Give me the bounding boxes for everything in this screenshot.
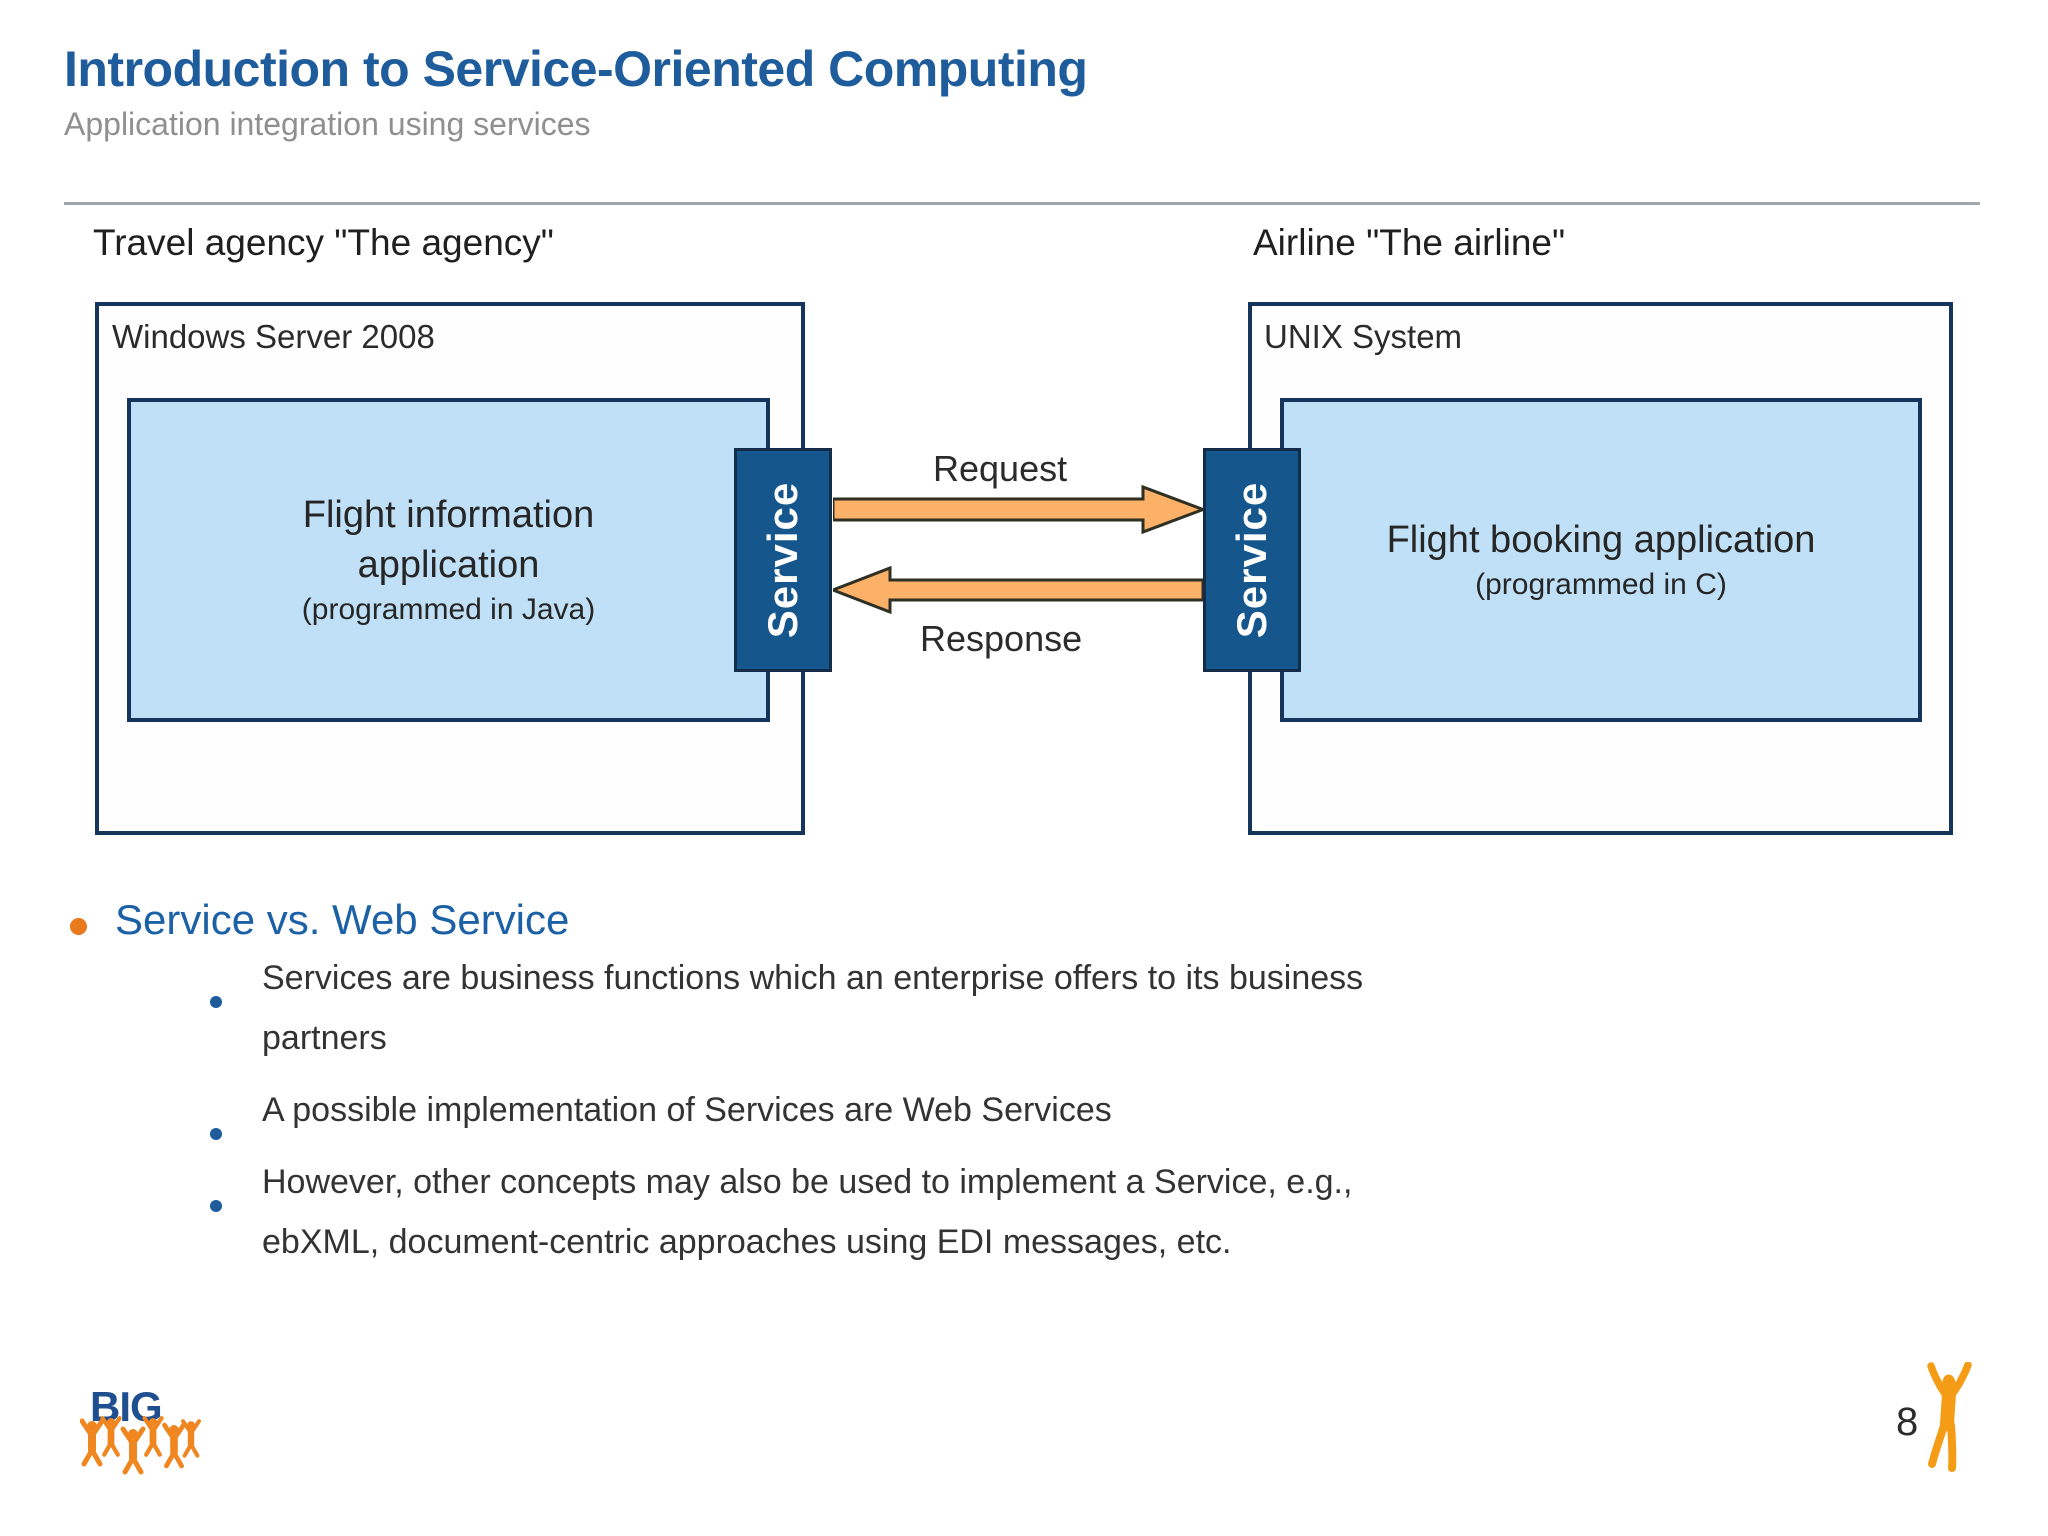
airline-app-box: Flight booking application (programmed i… [1280,398,1922,722]
page-title: Introduction to Service-Oriented Computi… [64,41,1088,97]
airline-section-label: Airline "The airline" [1253,222,1566,263]
bullet-line: However, other concepts may also be used… [262,1163,1353,1201]
bullet-line: Services are business functions which an… [262,959,1364,997]
app-language-note: (programmed in C) [1475,568,1727,601]
page-subtitle: Application integration using services [64,106,591,142]
bullet-item: However, other concepts may also be used… [262,1152,1352,1272]
app-name-line: Flight booking application [1386,519,1816,561]
bullets-heading: Service vs. Web Service [115,896,570,943]
app-language-note: (programmed in Java) [301,593,596,626]
app-name-line: Flight information [302,494,595,536]
bullet-dot-icon [210,1200,222,1212]
request-label: Request [933,448,1068,489]
bullet-dot-icon [70,918,87,935]
response-label: Response [920,618,1083,659]
agency-section-label: Travel agency "The agency" [93,222,554,263]
bullet-line: partners [262,1019,387,1057]
airline-platform-label: UNIX System [1264,318,1463,355]
airline-service-tab: Service [1203,448,1301,672]
app-name-line: application [357,544,540,586]
page-number: 8 [1896,1400,1919,1444]
service-tab-label: Service [759,481,806,639]
bullet-item: Services are business functions which an… [262,948,1363,1068]
request-response-arrows [833,484,1203,615]
bullet-line: A possible implementation of Services ar… [262,1091,1112,1129]
response-arrow-icon [833,565,1203,615]
bullet-dot-icon [210,1128,222,1140]
bullet-item: A possible implementation of Services ar… [262,1080,1112,1140]
divider-line [64,202,1980,205]
agency-service-tab: Service [734,448,832,672]
bullet-line: ebXML, document-centric approaches using… [262,1223,1232,1261]
service-tab-label: Service [1228,481,1275,639]
big-logo-figures-icon [80,1416,202,1475]
agency-app-box: Flight information application (programm… [127,398,770,722]
agency-platform-label: Windows Server 2008 [112,318,435,355]
bullet-dot-icon [210,996,222,1008]
request-arrow-icon [833,484,1203,535]
person-icon [1927,1362,1972,1472]
